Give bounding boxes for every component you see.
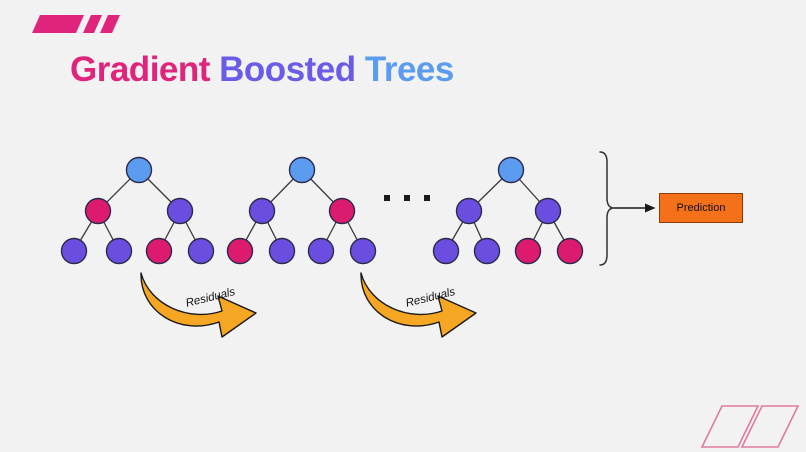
prediction-label: Prediction: [676, 202, 726, 214]
title-word-trees: Trees: [364, 50, 454, 89]
tree-1-leaf-1: [60, 237, 88, 265]
tree-3-internal-node-left: [455, 197, 483, 225]
tree-3-leaf-3: [514, 237, 542, 265]
tree-2-leaf-2: [268, 237, 296, 265]
tree-2: [226, 156, 377, 265]
tree-1-root-node: [125, 156, 153, 184]
right-curly-brace-icon: [599, 151, 615, 266]
tree-3-leaf-2: [473, 237, 501, 265]
tree-1-leaf-4: [187, 237, 215, 265]
tree-1-internal-node-left: [84, 197, 112, 225]
tree-2-edges: [239, 169, 364, 252]
slash-marks-top-left-icon: [32, 15, 120, 33]
ellipsis-dots: [384, 195, 430, 201]
tree-2-internal-node-right: [328, 197, 356, 225]
title-word-gradient: Gradient: [70, 50, 210, 89]
tree-3-internal-node-right: [534, 197, 562, 225]
tree-3: [432, 156, 584, 265]
tree-2-leaf-3: [307, 237, 335, 265]
page-title: Gradient Boosted Trees: [70, 50, 454, 90]
tree-1: [60, 156, 215, 265]
tree-2-leaf-4: [349, 237, 377, 265]
title-word-boosted: Boosted: [219, 50, 356, 89]
tree-1-leaf-3: [145, 237, 173, 265]
tree-2-internal-node-left: [248, 197, 276, 225]
tree-1-edges: [73, 169, 202, 252]
residual-arrow-2-label: Residuals: [404, 285, 457, 310]
prediction-box: Prediction: [659, 193, 743, 223]
tree-1-internal-node-right: [166, 197, 194, 225]
slash-marks-bottom-right-icon: [700, 405, 800, 448]
tree-2-root-node: [288, 156, 316, 184]
tree-1-leaf-2: [105, 237, 133, 265]
tree-3-leaf-4: [556, 237, 584, 265]
residual-arrow-1-label: Residuals: [184, 285, 237, 310]
tree-3-edges: [445, 169, 571, 252]
tree-2-leaf-1: [226, 237, 254, 265]
tree-3-root-node: [497, 156, 525, 184]
tree-3-leaf-1: [432, 237, 460, 265]
